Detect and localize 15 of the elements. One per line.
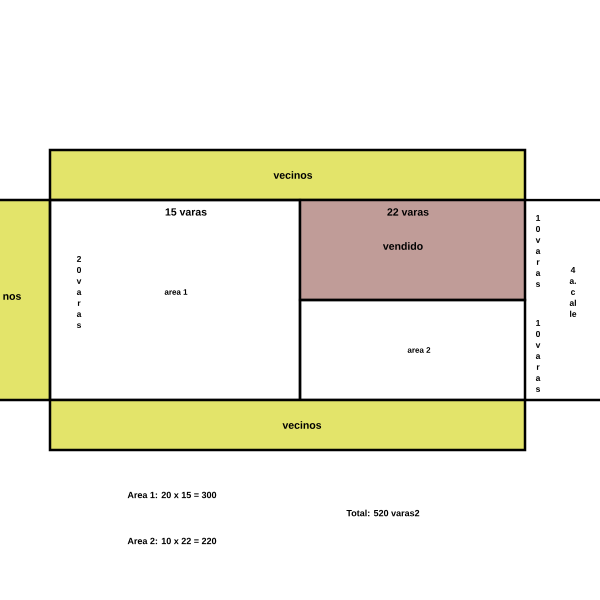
dimension-label: 4a.calle	[570, 267, 576, 317]
dimension-label: 10 varas	[536, 215, 540, 287]
area-label: area 1	[164, 289, 188, 295]
area-label: 22 varas	[387, 208, 429, 216]
calculation-note: Total: 520 varas2	[346, 510, 420, 516]
calculation-note: Area 1: 20 x 15 = 300	[128, 492, 216, 498]
area-label: vecinos	[282, 421, 322, 429]
area-label: nos	[3, 294, 21, 300]
dimension-label: 20 varas	[76, 256, 82, 328]
area-label: 15 varas	[166, 208, 207, 216]
area-label: vecinos	[274, 171, 312, 179]
area-label: vendido	[382, 242, 423, 250]
area-label: area 2	[408, 347, 430, 353]
calculation-note: Area 2: 10 x 22 = 220	[128, 538, 216, 544]
dimension-label: 10 varas	[536, 320, 540, 392]
